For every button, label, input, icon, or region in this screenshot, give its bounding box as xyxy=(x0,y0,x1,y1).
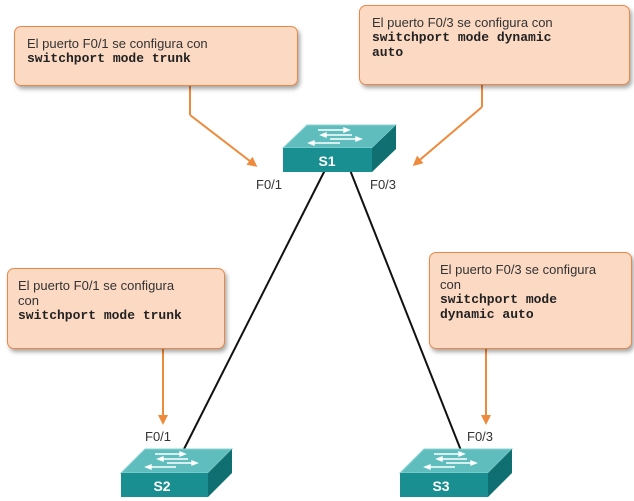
link-s1-s3 xyxy=(349,169,463,454)
callout-command: switchport mode trunk xyxy=(27,51,191,66)
switch-label-s1: S1 xyxy=(318,153,335,169)
callout-command: switchport mode trunk xyxy=(18,308,182,323)
switch-s1[interactable]: S1 xyxy=(281,124,398,172)
callout-s1-f01: El puerto F0/1 se configura con switchpo… xyxy=(14,26,298,86)
switch-icon xyxy=(307,126,363,147)
arrow-s1-f01-diag xyxy=(189,114,258,167)
callout-text: El puerto F0/1 se configura con xyxy=(27,36,208,51)
switch-icon xyxy=(144,450,199,471)
callout-s3-f03: El puerto F0/3 se configura con switchpo… xyxy=(429,252,632,349)
callout-s2-f01: El puerto F0/1 se configura con switchpo… xyxy=(7,268,225,349)
link-s1-s2 xyxy=(179,169,326,458)
switch-s3[interactable]: S3 xyxy=(398,448,514,497)
callout-s1-f03: El puerto F0/3 se configura con switchpo… xyxy=(359,5,630,85)
callout-text: El puerto F0/3 se configura con xyxy=(372,15,553,30)
port-label-s1-f01: F0/1 xyxy=(256,177,283,192)
switch-s2[interactable]: S2 xyxy=(119,448,234,497)
callout-command: switchport mode xyxy=(440,292,558,307)
port-label-s1-f03: F0/3 xyxy=(370,177,397,192)
callout-command-cont: dynamic auto xyxy=(440,307,534,322)
callout-command: switchport mode dynamic xyxy=(372,30,552,45)
callout-text-cont: con xyxy=(440,277,461,292)
arrow-s1-f03-diag xyxy=(412,106,483,166)
port-label-s3-f03: F0/3 xyxy=(467,429,494,444)
callout-text: El puerto F0/1 se configura xyxy=(18,278,175,293)
callout-text-cont: con xyxy=(18,293,39,308)
callout-text: El puerto F0/3 se configura xyxy=(440,262,597,277)
switch-label-s3: S3 xyxy=(432,478,449,494)
callout-command-cont: auto xyxy=(372,45,404,60)
switch-label-s2: S2 xyxy=(153,478,170,494)
port-label-s2-f01: F0/1 xyxy=(145,429,172,444)
switch-icon xyxy=(423,450,478,471)
